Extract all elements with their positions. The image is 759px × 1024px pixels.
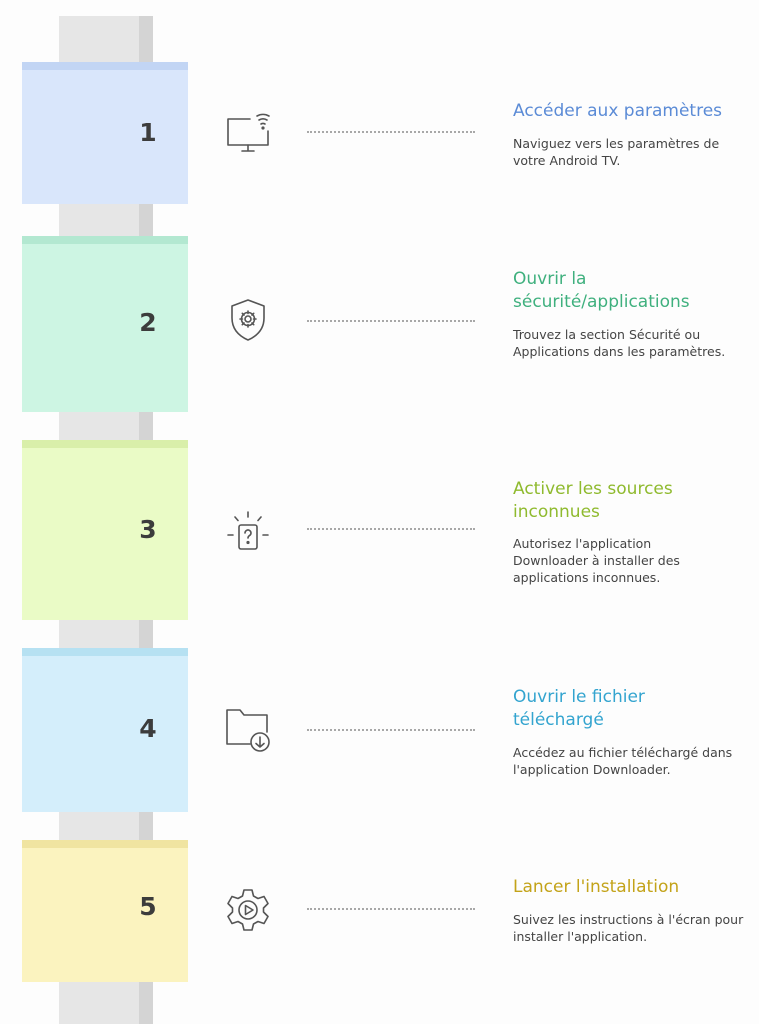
- step-description: Suivez les instructions à l'écran pour i…: [513, 912, 744, 944]
- play-gear-icon: [224, 886, 272, 934]
- step-description: Naviguez vers les paramètres de votre An…: [513, 136, 720, 168]
- smart-tv-icon: [224, 110, 272, 158]
- block-face: [22, 62, 188, 204]
- block-shade: [22, 840, 188, 848]
- folder-download-icon: [224, 706, 272, 754]
- step-4-block: 4: [22, 634, 188, 812]
- step-title: Ouvrir le fichier téléchargé: [513, 687, 645, 730]
- step-number: 5: [139, 892, 157, 921]
- connector-dots: [307, 320, 475, 322]
- block-shade: [22, 236, 188, 244]
- connector-dots: [307, 528, 475, 530]
- step-title: Activer les sources inconnues: [513, 479, 673, 522]
- step-2-block: 2: [22, 222, 188, 412]
- step-title: Lancer l'installation: [513, 877, 680, 897]
- block-shade: [22, 440, 188, 448]
- connector-dots: [307, 131, 475, 133]
- step-number: 3: [139, 515, 157, 544]
- block-face: [22, 840, 188, 982]
- step-title: Ouvrir la sécurité/applications: [513, 269, 690, 312]
- block-face: [22, 648, 188, 812]
- shield-gear-icon: [224, 296, 272, 344]
- step-description: Trouvez la section Sécurité ou Applicati…: [513, 327, 726, 359]
- step-description: Autorisez l'application Downloader à ins…: [513, 536, 680, 585]
- step-title: Accéder aux paramètres: [513, 101, 723, 121]
- block-shade: [22, 648, 188, 656]
- connector-dots: [307, 729, 475, 731]
- block-shade: [22, 62, 188, 70]
- connector-dots: [307, 908, 475, 910]
- step-number: 1: [139, 118, 157, 147]
- block-face: [22, 236, 188, 412]
- step-5-block: 5: [22, 826, 188, 982]
- step-1-block: 1: [22, 48, 188, 204]
- step-3-block: 3: [22, 426, 188, 620]
- step-description: Accédez au fichier téléchargé dans l'app…: [513, 745, 733, 777]
- question-box-icon: [224, 508, 272, 556]
- step-number: 2: [139, 308, 157, 337]
- step-number: 4: [139, 714, 157, 743]
- block-face: [22, 440, 188, 620]
